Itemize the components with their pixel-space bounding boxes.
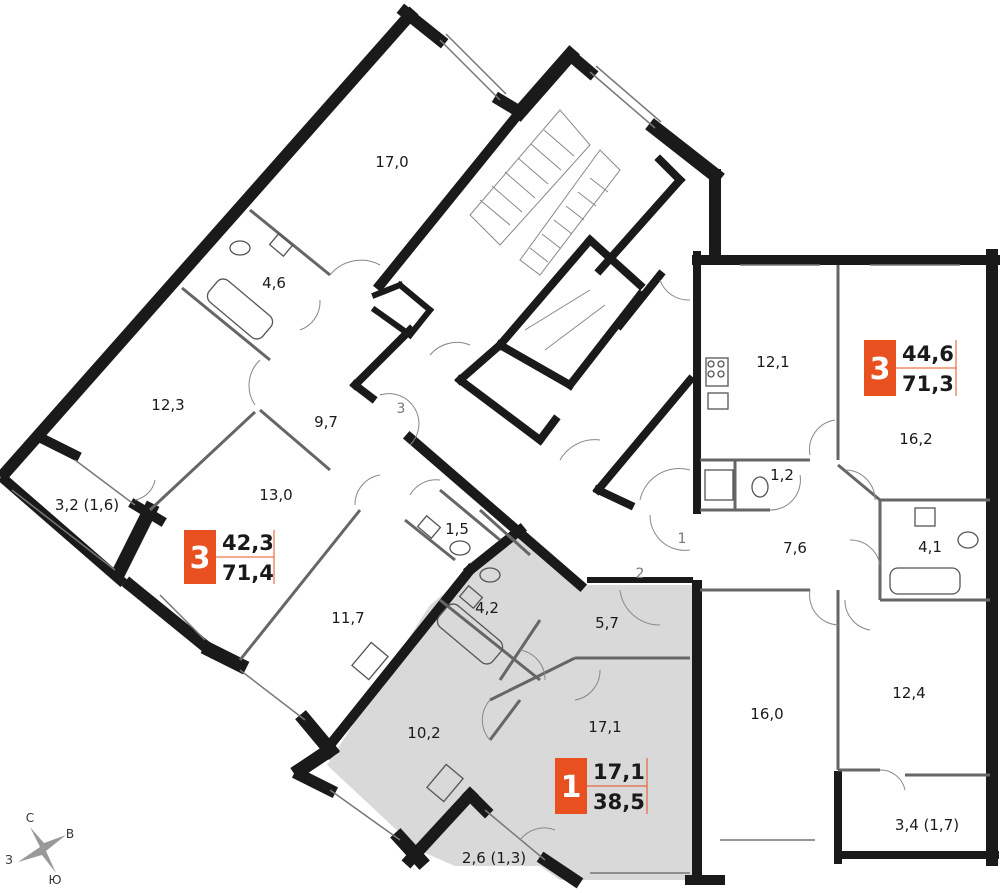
room-label: 16,2 bbox=[899, 430, 932, 448]
fixtures bbox=[206, 232, 979, 803]
room-label: 3,4 (1,7) bbox=[895, 816, 959, 834]
room-label: 4,2 bbox=[475, 599, 499, 617]
room-label: 12,1 bbox=[756, 353, 789, 371]
badge-total-area: 38,5 bbox=[593, 790, 645, 814]
room-label: 12,3 bbox=[151, 396, 184, 414]
room-labels: 17,0 4,6 12,3 9,7 13,0 3,2 (1,6) 1,5 11,… bbox=[55, 153, 959, 867]
room-label: 9,7 bbox=[314, 413, 338, 431]
room-label: 4,6 bbox=[262, 274, 286, 292]
room-label: 11,7 bbox=[331, 609, 364, 627]
compass-rose: С В З Ю bbox=[5, 811, 74, 887]
apartment-badge: 1 17,1 38,5 bbox=[555, 758, 648, 814]
stair-flights bbox=[469, 109, 621, 351]
badge-room-count: 3 bbox=[870, 352, 891, 387]
badge-total-area: 71,4 bbox=[222, 561, 274, 585]
room-label: 1,5 bbox=[445, 520, 469, 538]
room-label: 10,2 bbox=[407, 724, 440, 742]
compass-west: З bbox=[5, 853, 13, 867]
badge-room-count: 1 bbox=[561, 770, 582, 805]
stair-number: 2 bbox=[636, 566, 645, 582]
apartment-badge: 3 44,6 71,3 bbox=[864, 340, 957, 396]
door-swings bbox=[134, 259, 906, 841]
room-label: 12,4 bbox=[892, 684, 925, 702]
room-label: 7,6 bbox=[783, 539, 807, 557]
room-label: 1,2 bbox=[770, 466, 794, 484]
stair-numbers: 3 1 2 bbox=[397, 401, 687, 582]
stair-number: 3 bbox=[397, 401, 406, 417]
room-label: 4,1 bbox=[918, 538, 942, 556]
right-wing-walls bbox=[587, 249, 1000, 885]
highlighted-apartment-area bbox=[327, 533, 692, 880]
compass-icon bbox=[18, 827, 66, 873]
room-label: 3,2 (1,6) bbox=[55, 496, 119, 514]
room-label: 2,6 (1,3) bbox=[462, 849, 526, 867]
badge-living-area: 44,6 bbox=[902, 342, 954, 366]
badge-living-area: 17,1 bbox=[593, 760, 645, 784]
badge-living-area: 42,3 bbox=[222, 531, 274, 555]
left-wing-windows bbox=[11, 33, 662, 861]
compass-south: Ю bbox=[49, 873, 62, 887]
room-label: 17,1 bbox=[588, 718, 621, 736]
compass-north: С bbox=[26, 811, 34, 825]
room-label: 13,0 bbox=[259, 486, 292, 504]
room-label: 16,0 bbox=[750, 705, 783, 723]
compass-east: В bbox=[66, 827, 74, 841]
room-label: 5,7 bbox=[595, 614, 619, 632]
right-wing-windows bbox=[590, 264, 960, 874]
apartment-badge: 3 42,3 71,4 bbox=[184, 530, 275, 585]
badge-room-count: 3 bbox=[190, 541, 211, 576]
left-wing-partitions bbox=[148, 208, 690, 741]
right-wing-partitions bbox=[700, 265, 990, 777]
badge-total-area: 71,3 bbox=[902, 372, 954, 396]
stair-number: 1 bbox=[678, 531, 687, 547]
room-label: 17,0 bbox=[375, 153, 408, 171]
